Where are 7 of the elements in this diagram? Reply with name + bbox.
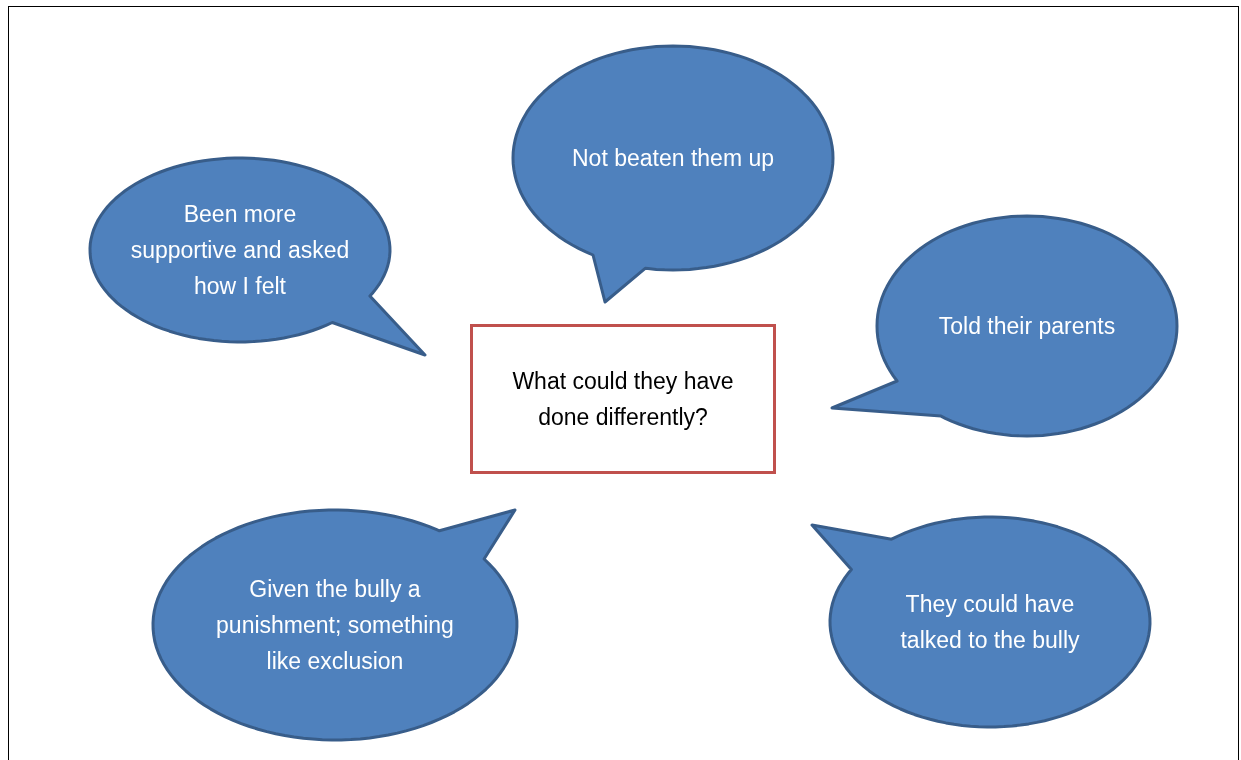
question-box — [470, 324, 776, 474]
question-text: What could they have done differently? — [511, 367, 735, 432]
bubble-text: Been more supportive and asked how I felt — [130, 200, 350, 301]
bubble-text: Not beaten them up — [571, 144, 775, 173]
bubble-text: Given the bully a punishment; something like exclusion — [215, 575, 455, 676]
bubble-text: Told their parents — [937, 312, 1117, 341]
bubble-text: They could have talked to the bully — [899, 590, 1081, 655]
